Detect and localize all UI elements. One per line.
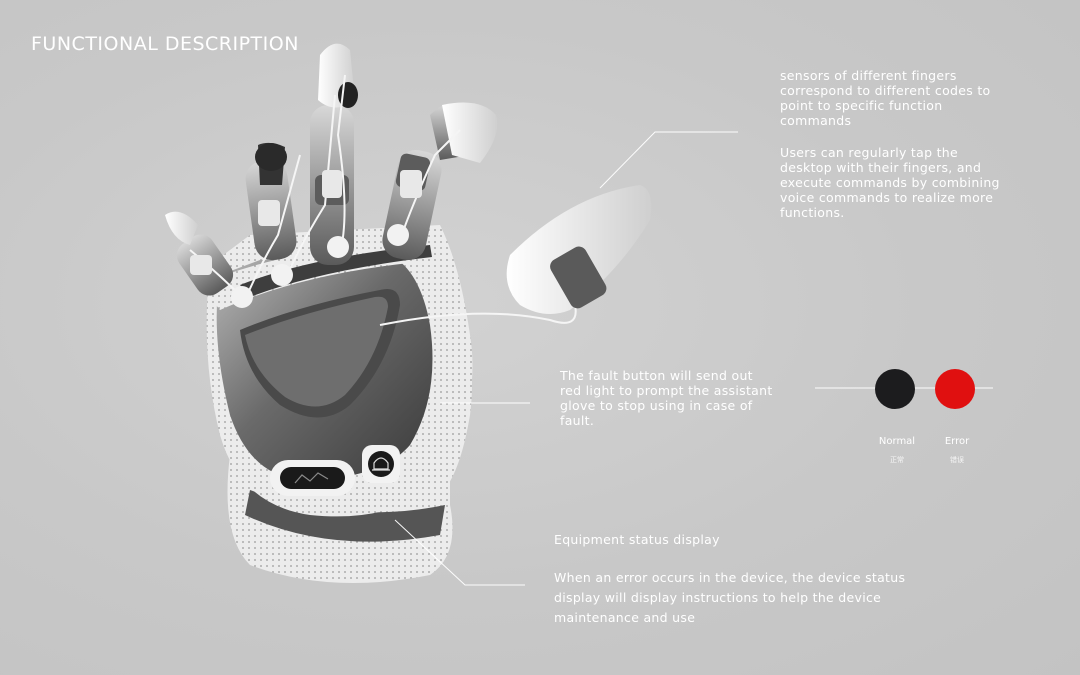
- fault-description: The fault button will send out red light…: [560, 368, 773, 428]
- equipment-title: Equipment status display: [554, 532, 720, 547]
- sensor-nodes: [190, 170, 422, 308]
- page-title: FUNCTIONAL DESCRIPTION: [31, 33, 299, 55]
- error-status-dot: [935, 369, 975, 409]
- thumb-cap: [506, 185, 652, 314]
- tap-description: Users can regularly tap the desktop with…: [780, 145, 1000, 220]
- finger-middle: [310, 43, 358, 265]
- error-status-label: Error 错误: [944, 436, 970, 464]
- equipment-description: When an error occurs in the device, the …: [554, 570, 906, 625]
- alarm-light-icon: [372, 457, 390, 471]
- normal-status-label: Normal 正常: [878, 436, 916, 464]
- robotic-glove-illustration: [165, 43, 652, 583]
- sensor-description: sensors of different fingers correspond …: [780, 68, 991, 128]
- normal-status-dot: [875, 369, 915, 409]
